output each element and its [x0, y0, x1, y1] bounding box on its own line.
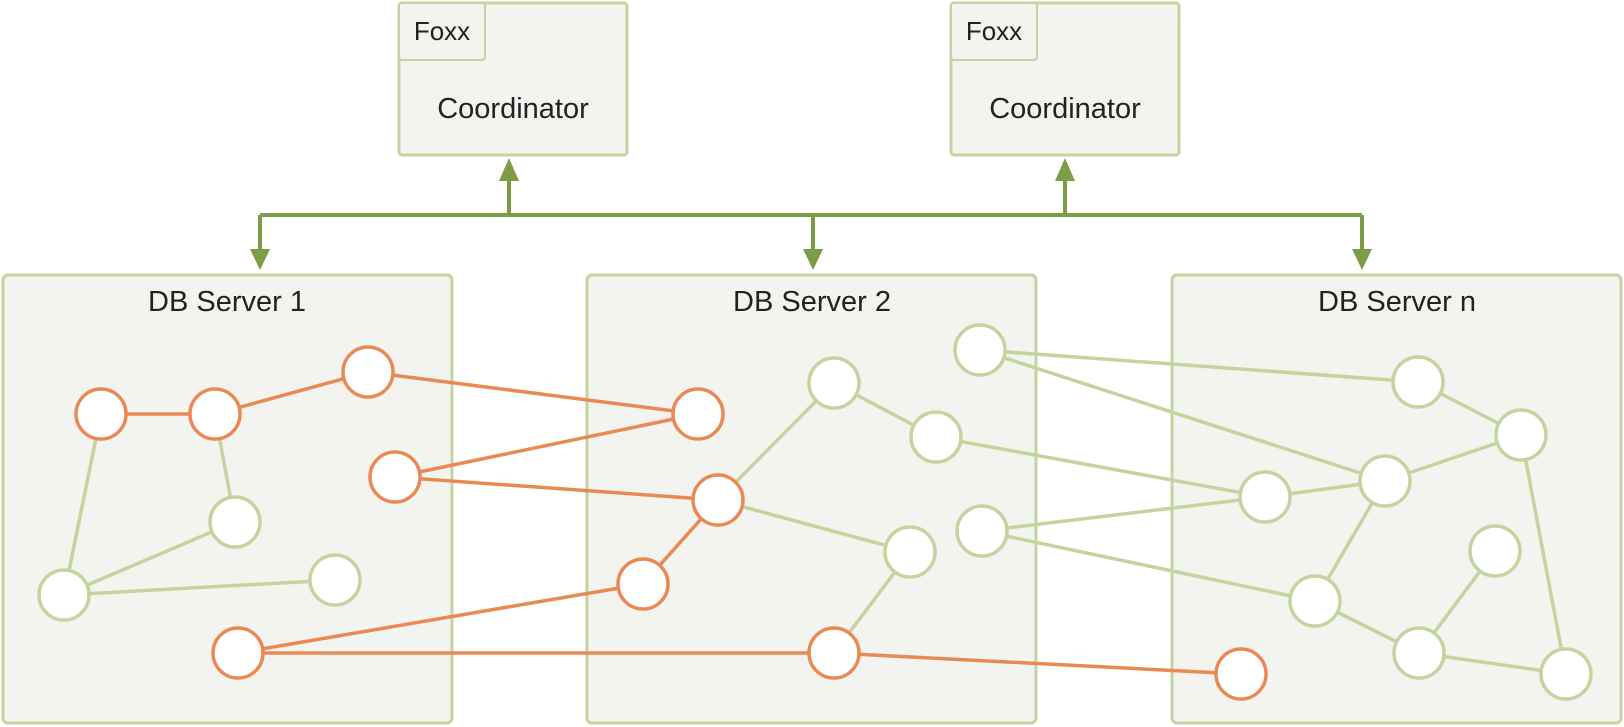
- graph-node: [909, 410, 963, 464]
- coordinator-1-box: Foxx Coordinator: [397, 1, 629, 157]
- graph-node: [955, 504, 1009, 558]
- graph-node: [807, 356, 861, 410]
- graph-node: [953, 323, 1007, 377]
- graph-node-highlighted: [341, 345, 395, 399]
- foxx-label-1: Foxx: [414, 16, 470, 46]
- graph-node: [1358, 454, 1412, 508]
- arrow-down-db-server-2: [803, 249, 823, 270]
- arrow-down-db-server-1: [250, 249, 270, 270]
- coordinator-1-label: Coordinator: [437, 93, 589, 125]
- db-server-2-label: DB Server 2: [733, 286, 891, 318]
- graph-nodes-highlighted: [74, 345, 1268, 701]
- graph-node-highlighted: [368, 450, 422, 504]
- graph-node: [1392, 626, 1446, 680]
- graph-node: [1494, 408, 1548, 462]
- graph-node-highlighted: [616, 557, 670, 611]
- graph-node: [308, 553, 362, 607]
- graph-node: [208, 495, 262, 549]
- db-server-2-box: DB Server 2: [585, 273, 1038, 725]
- coordinator-2-box: Foxx Coordinator: [949, 1, 1181, 157]
- graph-node: [883, 525, 937, 579]
- graph-node: [1391, 355, 1445, 409]
- graph-node-highlighted: [1214, 647, 1268, 701]
- db-server-1-label: DB Server 1: [148, 286, 306, 318]
- arrow-up-coordinator-2: [1055, 158, 1075, 181]
- graph-node-highlighted: [188, 387, 242, 441]
- graph-node-highlighted: [74, 387, 128, 441]
- graph-node: [1468, 524, 1522, 578]
- graph-node-highlighted: [807, 626, 861, 680]
- arrow-up-coordinator-1: [499, 158, 519, 181]
- graph-node: [37, 568, 91, 622]
- graph-node-highlighted: [211, 626, 265, 680]
- graph-node: [1288, 574, 1342, 628]
- coordinator-2-label: Coordinator: [989, 93, 1141, 125]
- foxx-label-2: Foxx: [966, 16, 1022, 46]
- graph-nodes-regular: [37, 323, 1593, 701]
- graph-node-highlighted: [671, 387, 725, 441]
- arrow-down-db-server-n: [1352, 249, 1372, 270]
- graph-node: [1539, 647, 1593, 701]
- graph-node-highlighted: [691, 473, 745, 527]
- foxx-tab-1: [398, 2, 486, 61]
- db-server-n-label: DB Server n: [1318, 286, 1476, 318]
- graph-node: [1238, 470, 1292, 524]
- foxx-tab-2: [950, 2, 1038, 61]
- connector-bus: [250, 158, 1372, 270]
